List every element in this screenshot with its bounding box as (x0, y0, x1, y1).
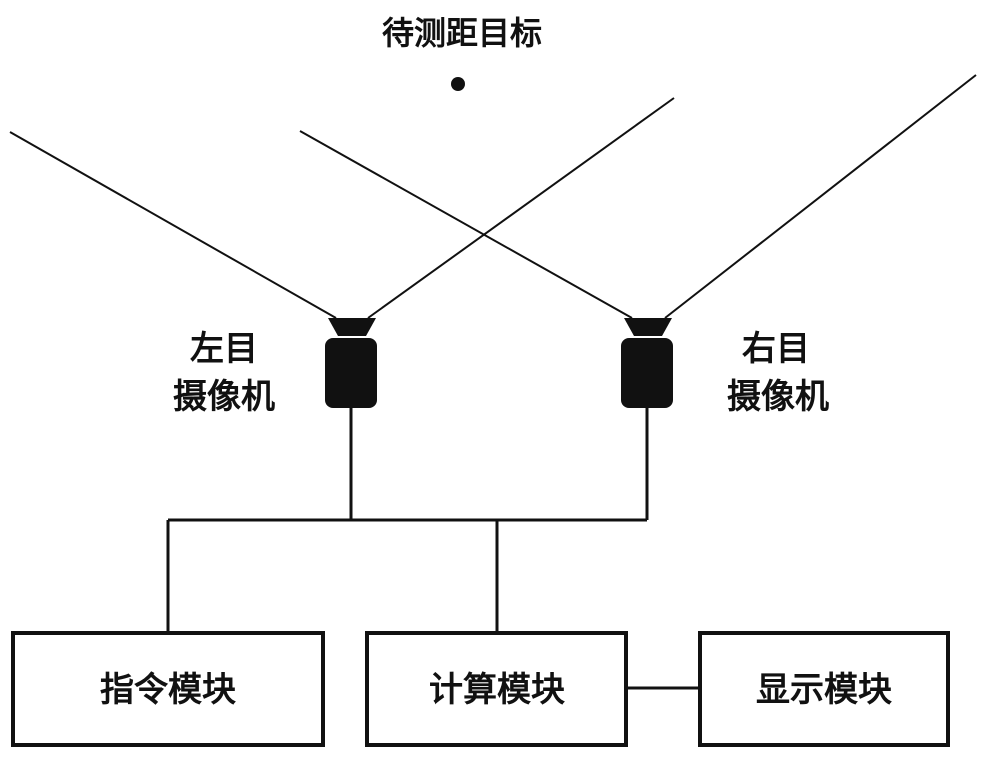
left-camera-view-line-left (9, 131, 337, 319)
left-camera-icon (325, 318, 377, 408)
target-point (451, 77, 465, 91)
command-module: 指令模块 (11, 631, 325, 747)
right-camera-label-line2: 摄像机 (727, 377, 829, 417)
display-module-label: 显示模块 (756, 670, 892, 710)
command-module-label: 指令模块 (100, 670, 236, 710)
right-camera-icon (621, 318, 673, 408)
target-label: 待测距目标 (382, 14, 542, 52)
right-camera-view-line-right (664, 74, 977, 319)
compute-module: 计算模块 (365, 631, 628, 747)
left-camera-label-line2: 摄像机 (173, 377, 275, 417)
right-camera-label-line1: 右目 (742, 329, 810, 369)
left-camera-view-line-right (367, 97, 675, 319)
right-camera-view-line-left (299, 130, 633, 319)
left-camera-label-line1: 左目 (190, 329, 258, 369)
display-module: 显示模块 (698, 631, 950, 747)
compute-module-label: 计算模块 (429, 670, 565, 710)
connection-wires (166, 408, 700, 690)
